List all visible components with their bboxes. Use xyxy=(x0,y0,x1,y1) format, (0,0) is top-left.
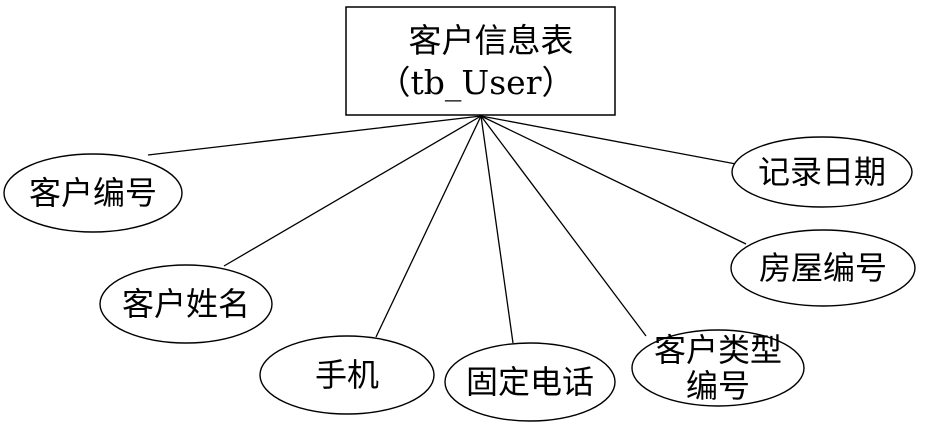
attribute-customer-name: 客户姓名 xyxy=(99,264,273,344)
attribute-ellipse xyxy=(3,153,183,233)
attribute-label: 记录日期 xyxy=(758,153,886,191)
connector-customer-name xyxy=(223,115,482,267)
attribute-ellipse xyxy=(99,264,273,344)
attribute-label: 客户姓名 xyxy=(122,285,250,323)
attribute-label: 固定电话 xyxy=(466,363,594,401)
entity-name: 客户信息表 xyxy=(409,21,574,60)
attribute-customer-id: 客户编号 xyxy=(3,153,183,233)
entity-box: 客户信息表 （tb_User） xyxy=(345,6,616,116)
connector-record-date xyxy=(480,115,737,165)
attribute-ellipse xyxy=(731,136,913,208)
attribute-label: 客户编号 xyxy=(29,174,157,212)
connector-mobile xyxy=(375,115,482,338)
connector-house-id xyxy=(480,115,747,245)
attribute-ellipse xyxy=(259,335,435,415)
attribute-landline: 固定电话 xyxy=(444,342,616,422)
attribute-ellipse xyxy=(730,229,916,307)
connector-customer-id xyxy=(147,115,482,156)
attribute-label: 编号 xyxy=(686,367,750,405)
attribute-label: 手机 xyxy=(315,356,379,394)
entity-rect xyxy=(345,6,616,116)
attribute-ellipse xyxy=(631,329,805,407)
connector-landline xyxy=(480,115,514,344)
attribute-record-date: 记录日期 xyxy=(731,136,913,208)
entity-table-name: （tb_User） xyxy=(378,63,575,103)
attribute-label: 客户类型 xyxy=(654,331,782,369)
attribute-ellipse xyxy=(444,342,616,422)
attribute-label: 房屋编号 xyxy=(759,249,887,287)
attribute-mobile: 手机 xyxy=(259,335,435,415)
attribute-house-id: 房屋编号 xyxy=(730,229,916,307)
connector-customer-type-id xyxy=(480,115,647,337)
